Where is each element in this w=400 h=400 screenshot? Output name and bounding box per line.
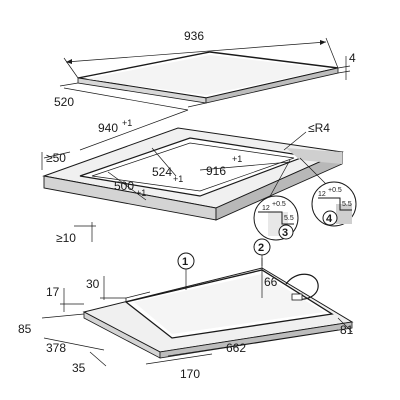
label-35: 35 [72, 361, 86, 375]
dim-35: 35 [72, 351, 107, 375]
label-662: 662 [226, 341, 246, 355]
label-81: 81 [340, 323, 354, 337]
label-378: 378 [46, 341, 66, 355]
leader-detail-4 [299, 157, 327, 185]
dim-17: 17 [46, 285, 84, 312]
dim-edge-min: ≥50 [41, 151, 71, 170]
label-85: 85 [18, 322, 32, 336]
dim-30: 30 [86, 276, 126, 300]
label-66: 66 [264, 275, 278, 289]
detail-4-depth: 5.5 [342, 201, 352, 208]
dim-378: 378 [43, 337, 105, 355]
dim-radius: ≤R4 [283, 121, 330, 151]
callout-3: 3 [282, 227, 288, 239]
label-936: 936 [184, 29, 204, 43]
callout-4: 4 [326, 213, 333, 225]
label-524-tol: +1 [173, 174, 183, 184]
label-940-tol: +1 [122, 118, 132, 128]
dim-hob-height: 4 [337, 51, 356, 80]
dim-cutout-inner-width: 916 +1 [199, 154, 291, 178]
detail-3-depth: 5.5 [284, 215, 294, 222]
detail-3: 12 +0.5 5.5 3 [253, 195, 299, 241]
label-4: 4 [349, 51, 356, 65]
worktop-slab [42, 127, 344, 221]
label-916: 916 [206, 164, 226, 178]
detail-4-width: 12 [318, 191, 326, 198]
installed-assembly [82, 258, 354, 359]
hob-panel [77, 51, 339, 104]
label-500-tol: +1 [136, 188, 146, 198]
label-front-min: ≥10 [56, 231, 76, 245]
detail-4: 12 +0.5 5.5 4 [311, 181, 357, 227]
callout-2: 2 [258, 242, 264, 254]
leader-detail-3 [267, 159, 291, 201]
callout-1: 1 [182, 256, 188, 268]
dim-81: 81 [337, 317, 354, 337]
dim-170: 170 [145, 353, 213, 381]
dim-85: 85 [18, 313, 85, 336]
dim-hob-depth: 520 [54, 82, 207, 111]
label-radius: ≤R4 [308, 121, 330, 135]
label-170: 170 [180, 367, 200, 381]
label-940: 940 [98, 121, 118, 135]
label-17: 17 [46, 285, 60, 299]
callout-1-group: 1 [177, 252, 195, 290]
detail-3-width: 12 [262, 205, 270, 212]
dim-cutout-depth-outer: 524 +1 [151, 147, 183, 184]
dim-cutout-outer-width: 940 +1 [79, 109, 189, 151]
dim-hob-width: 936 [63, 29, 339, 79]
dim-662: 662 [167, 329, 339, 357]
dim-cutout-depth-inner: 500 +1 [107, 171, 146, 201]
label-916-tol: +1 [232, 154, 242, 164]
label-500: 500 [114, 179, 134, 193]
label-30: 30 [86, 277, 100, 291]
detail-4-width-tol: +0.5 [328, 187, 342, 194]
detail-3-width-tol: +0.5 [272, 201, 286, 208]
dim-front-min: ≥10 [56, 222, 96, 245]
callout-2-group: 2 [253, 238, 271, 266]
label-edge-min: ≥50 [46, 151, 66, 165]
label-524: 524 [152, 165, 172, 179]
label-520: 520 [54, 95, 74, 109]
